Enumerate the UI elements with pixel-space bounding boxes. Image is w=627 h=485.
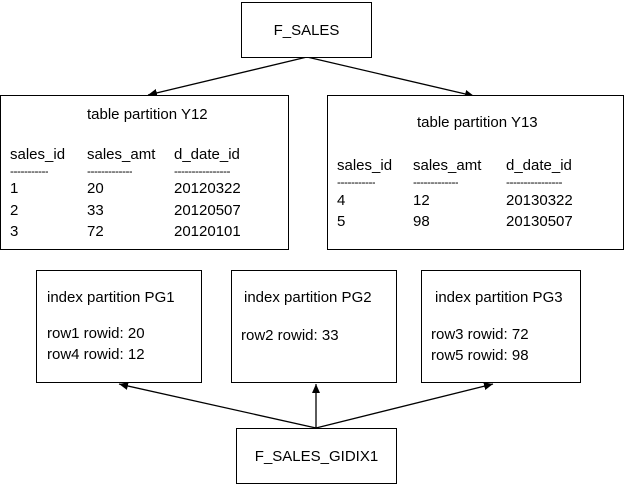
table-cell: 5 — [337, 213, 346, 230]
table-box: F_SALES — [241, 2, 372, 58]
table-cell: 20 — [87, 180, 104, 197]
index-partition-pg1: index partition PG1 row1 rowid: 20 row4 … — [36, 270, 202, 383]
arrow-to-y13 — [306, 56, 475, 98]
column-header: d_date_id — [174, 146, 240, 163]
header-underline: ------------- — [87, 166, 133, 176]
table-cell: 20120507 — [174, 202, 241, 219]
header-underline: ---------------- — [174, 166, 230, 176]
index-partition-pg2: index partition PG2 row2 rowid: 33 — [231, 270, 397, 383]
arrow-to-y12 — [147, 56, 308, 97]
rowid-entry: row1 rowid: 20 — [47, 325, 145, 342]
column-header: d_date_id — [506, 157, 572, 174]
table-cell: 98 — [413, 213, 430, 230]
table-cell: 4 — [337, 192, 346, 209]
arrow-to-pg1 — [118, 382, 317, 429]
column-header: sales_amt — [87, 146, 156, 163]
column-header: sales_id — [10, 146, 66, 163]
index-box-label: F_SALES_GIDIX1 — [254, 447, 379, 465]
table-cell: 2 — [10, 202, 19, 219]
table-cell: 20120101 — [174, 223, 241, 240]
table-cell: 20130322 — [506, 192, 573, 209]
column-header: sales_amt — [413, 157, 482, 174]
table-cell: 20120322 — [174, 180, 241, 197]
header-underline: ----------- — [337, 177, 376, 187]
table-cell: 12 — [413, 192, 430, 209]
header-underline: ---------------- — [506, 177, 562, 187]
header-underline: ----------- — [10, 166, 49, 176]
table-box-label: F_SALES — [273, 21, 340, 39]
partition-title: index partition PG3 — [435, 289, 563, 306]
table-partition-y13: table partition Y13 sales_id sales_amt d… — [327, 95, 624, 250]
header-underline: ------------- — [413, 177, 459, 187]
table-cell: 20130507 — [506, 213, 573, 230]
partition-title: index partition PG2 — [244, 289, 372, 306]
index-partition-pg3: index partition PG3 row3 rowid: 72 row5 … — [421, 270, 581, 383]
table-cell: 1 — [10, 180, 19, 197]
partition-title: index partition PG1 — [47, 289, 175, 306]
partition-title: table partition Y13 — [417, 114, 538, 131]
table-partition-y12: table partition Y12 sales_id sales_amt d… — [0, 95, 289, 250]
table-cell: 72 — [87, 223, 104, 240]
rowid-entry: row4 rowid: 12 — [47, 346, 145, 363]
table-cell: 33 — [87, 202, 104, 219]
table-cell: 3 — [10, 223, 19, 240]
arrow-to-pg3 — [315, 382, 494, 429]
column-header: sales_id — [337, 157, 393, 174]
index-box: F_SALES_GIDIX1 — [236, 428, 397, 484]
rowid-entry: row2 rowid: 33 — [241, 327, 339, 344]
rowid-entry: row5 rowid: 98 — [431, 347, 529, 364]
partition-title: table partition Y12 — [87, 106, 208, 123]
rowid-entry: row3 rowid: 72 — [431, 326, 529, 343]
